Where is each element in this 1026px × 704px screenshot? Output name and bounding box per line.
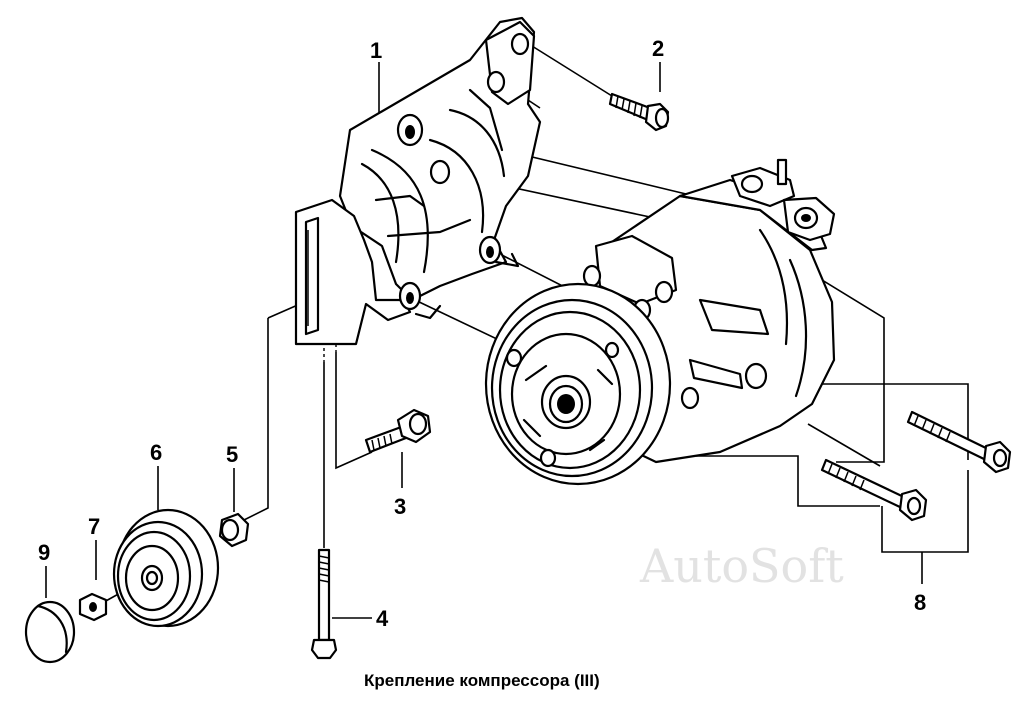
bolt-4 [310, 548, 338, 660]
mounting-bracket [294, 16, 542, 346]
callout-2: 2 [652, 36, 664, 61]
callout-1: 1 [370, 38, 382, 63]
bolt-3 [364, 408, 432, 454]
diagram-caption: Крепление компрессора (III) [364, 671, 600, 690]
callout-4: 4 [376, 606, 389, 631]
callout-5: 5 [226, 442, 238, 467]
callout-6: 6 [150, 440, 162, 465]
callout-7: 7 [88, 514, 100, 539]
bolt-2 [608, 92, 670, 132]
ac-compressor [484, 158, 836, 486]
idler-pulley-6 [112, 508, 220, 628]
callout-8: 8 [914, 590, 926, 615]
spacer-5 [218, 512, 250, 548]
nut-7 [78, 592, 108, 622]
cap-9 [24, 600, 76, 664]
callout-9: 9 [38, 540, 50, 565]
watermark-text: AutoSoft [639, 539, 844, 593]
bolts-8 [820, 410, 1012, 522]
callout-3: 3 [394, 494, 406, 519]
